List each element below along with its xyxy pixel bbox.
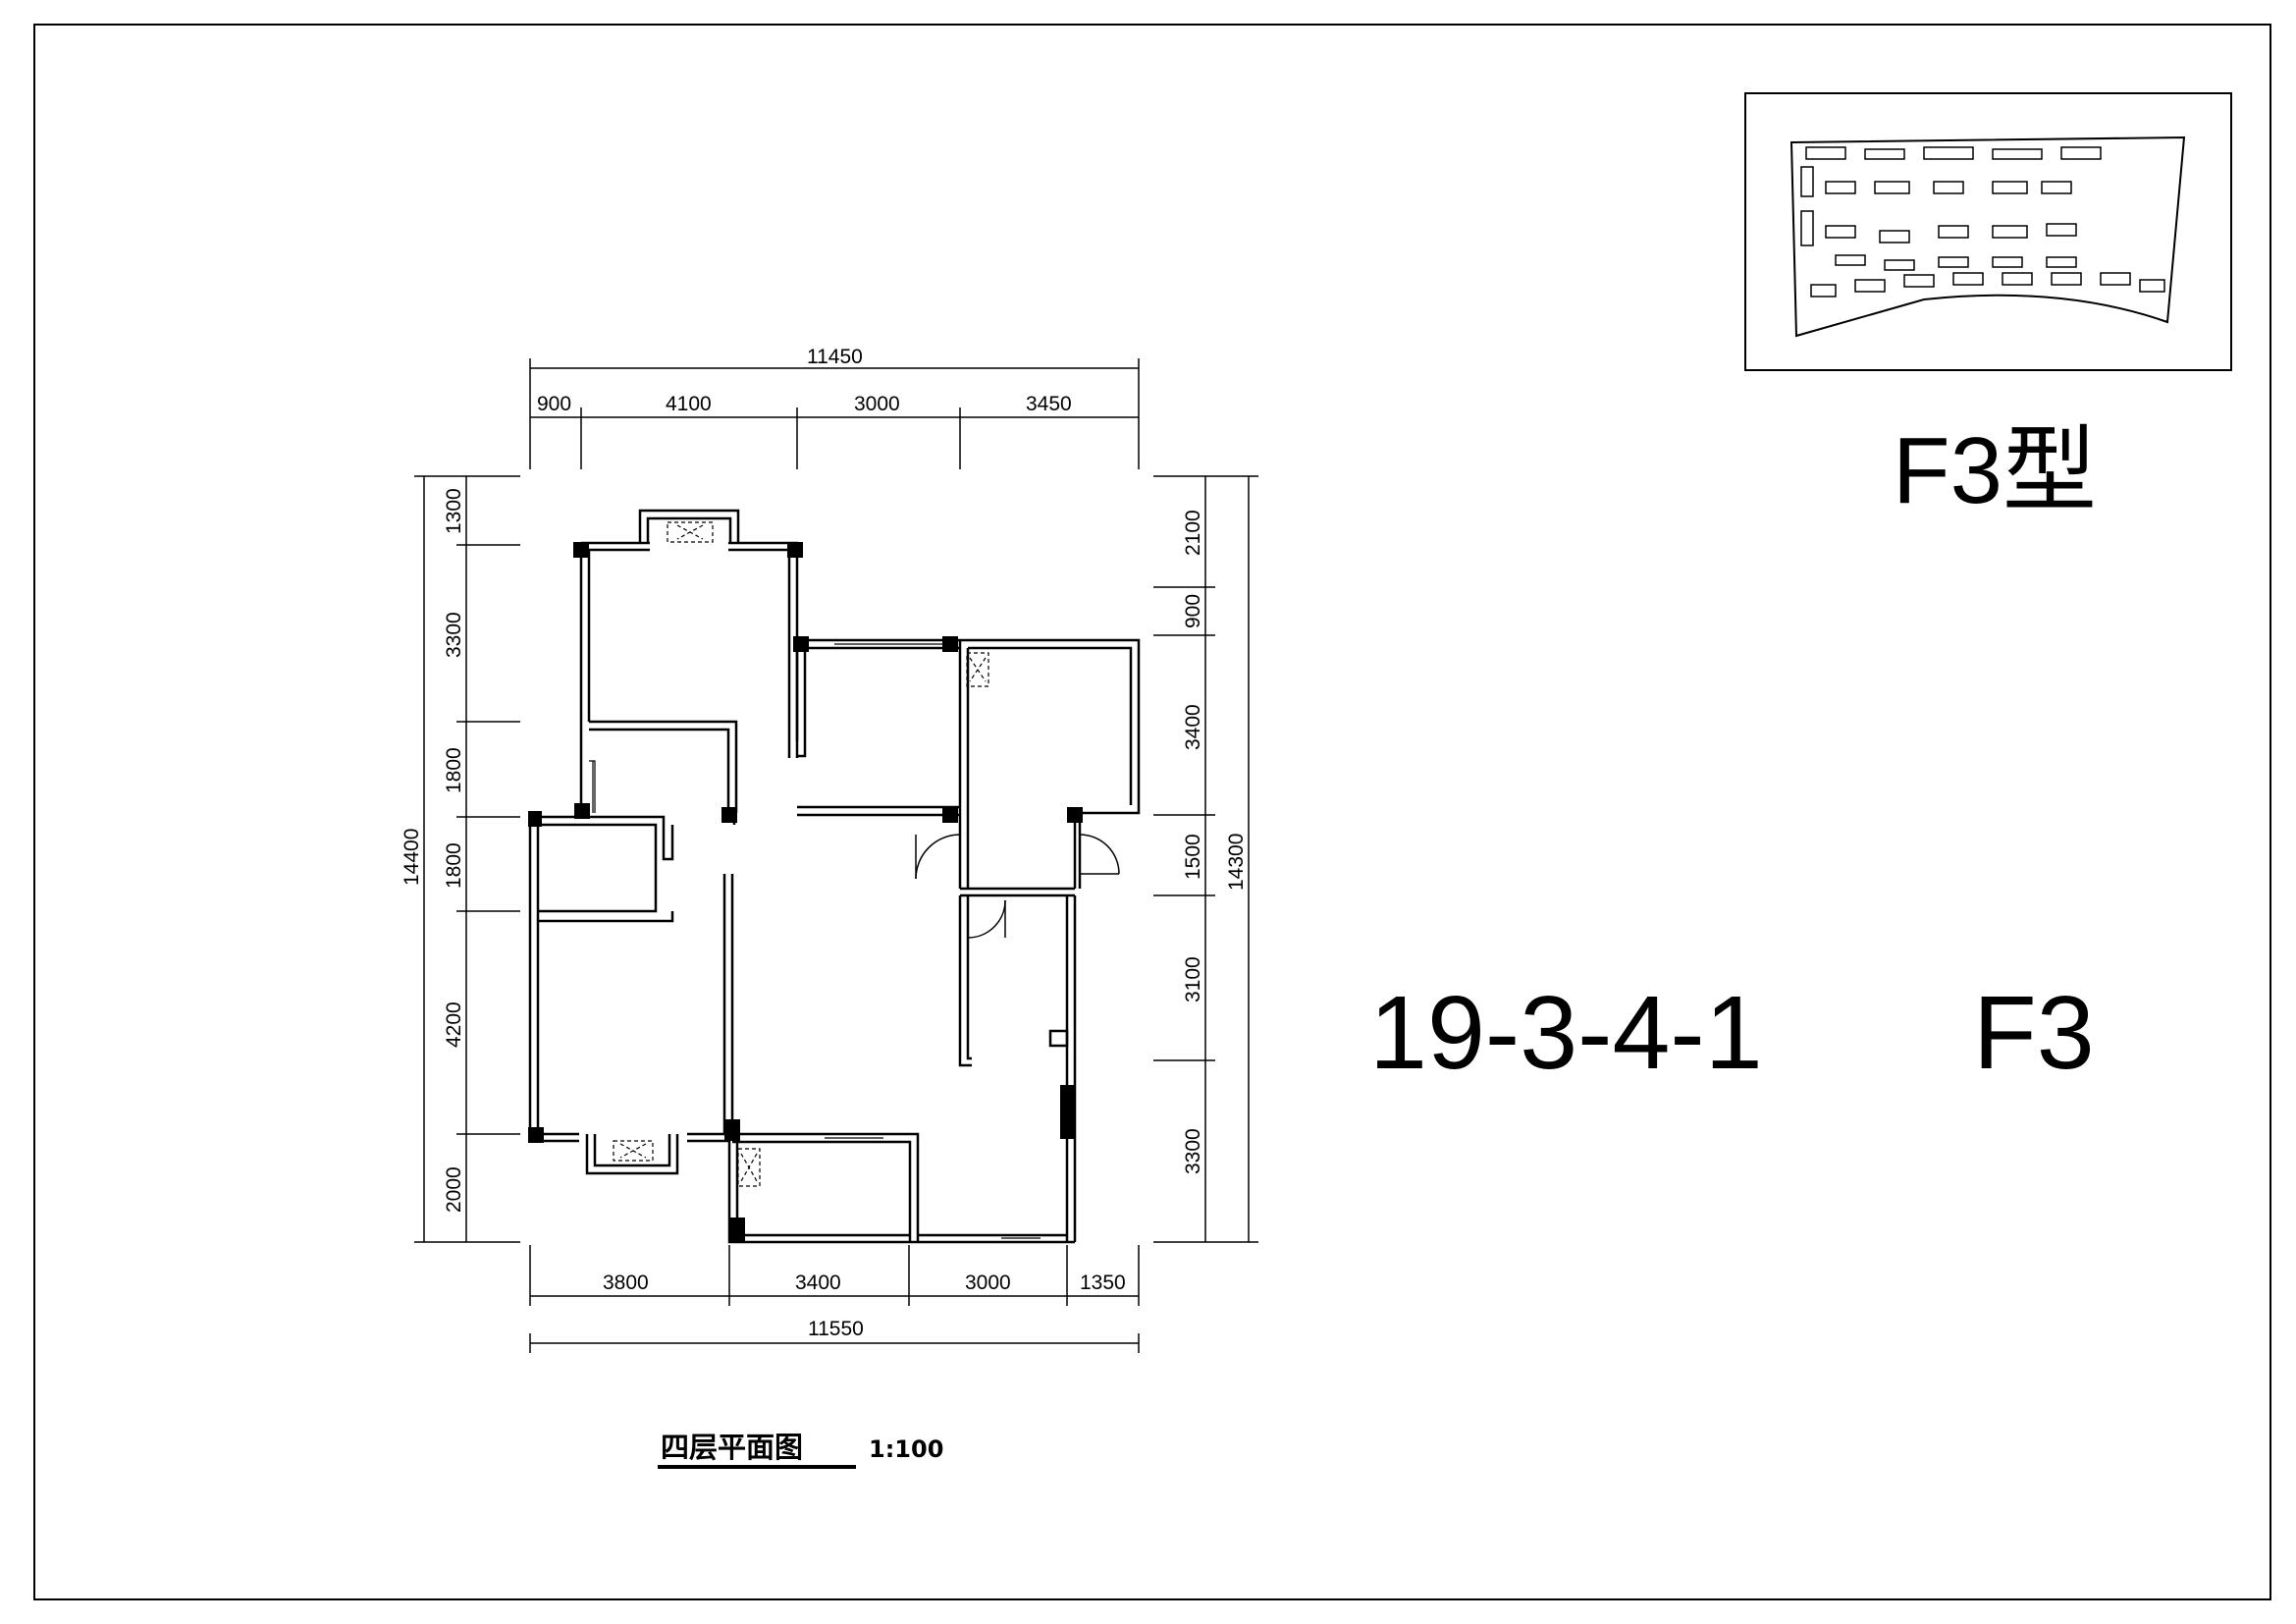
dim-left-seg-4: 1800 <box>443 842 465 889</box>
dim-left-seg-5: 4200 <box>443 1001 465 1048</box>
dim-top-seg-2: 4100 <box>666 393 712 415</box>
plan-type-label: F3型 <box>1893 418 2097 523</box>
dim-bottom-total: 11550 <box>808 1318 864 1340</box>
dim-bottom-seg-3: 3000 <box>965 1272 1011 1294</box>
dim-right-total: 14300 <box>1225 834 1248 891</box>
floor-plan <box>528 509 1141 1244</box>
plan-caption-scale: 1:100 <box>869 1435 943 1463</box>
dim-top-seg-4: 3450 <box>1026 393 1072 415</box>
dim-right-seg-1: 2100 <box>1182 510 1204 556</box>
dim-top-seg-1: 900 <box>537 393 571 415</box>
dim-bottom-seg-4: 1350 <box>1080 1272 1126 1294</box>
dim-bottom-seg-1: 3800 <box>603 1272 649 1294</box>
unit-code: 19-3-4-1 <box>1369 975 1763 1091</box>
dim-right-seg-6: 3300 <box>1182 1128 1204 1174</box>
dimension-lines <box>414 358 1258 1353</box>
dim-right-seg-2: 900 <box>1182 594 1204 628</box>
doors <box>915 834 1120 939</box>
dim-right-seg-4: 1500 <box>1182 834 1204 880</box>
dim-left-seg-6: 2000 <box>443 1166 465 1213</box>
dim-left-seg-3: 1800 <box>443 747 465 793</box>
dim-left-seg-2: 3300 <box>443 612 465 658</box>
key-plan <box>1744 92 2232 371</box>
dim-top-seg-3: 3000 <box>854 393 900 415</box>
windows <box>589 639 1041 1243</box>
plan-caption-title: 四层平面图 <box>661 1431 803 1464</box>
unit-type: F3 <box>1973 975 2095 1091</box>
sheet-border <box>33 24 2271 1600</box>
dim-right-seg-3: 3400 <box>1182 704 1204 750</box>
dim-left-seg-1: 1300 <box>443 488 465 534</box>
dim-bottom-seg-2: 3400 <box>795 1272 841 1294</box>
dim-right-seg-5: 3100 <box>1182 956 1204 1002</box>
dim-left-total: 14400 <box>400 829 423 886</box>
columns <box>528 542 1083 1242</box>
fixture-boxes <box>613 521 989 1187</box>
dim-top-total: 11450 <box>807 346 863 368</box>
